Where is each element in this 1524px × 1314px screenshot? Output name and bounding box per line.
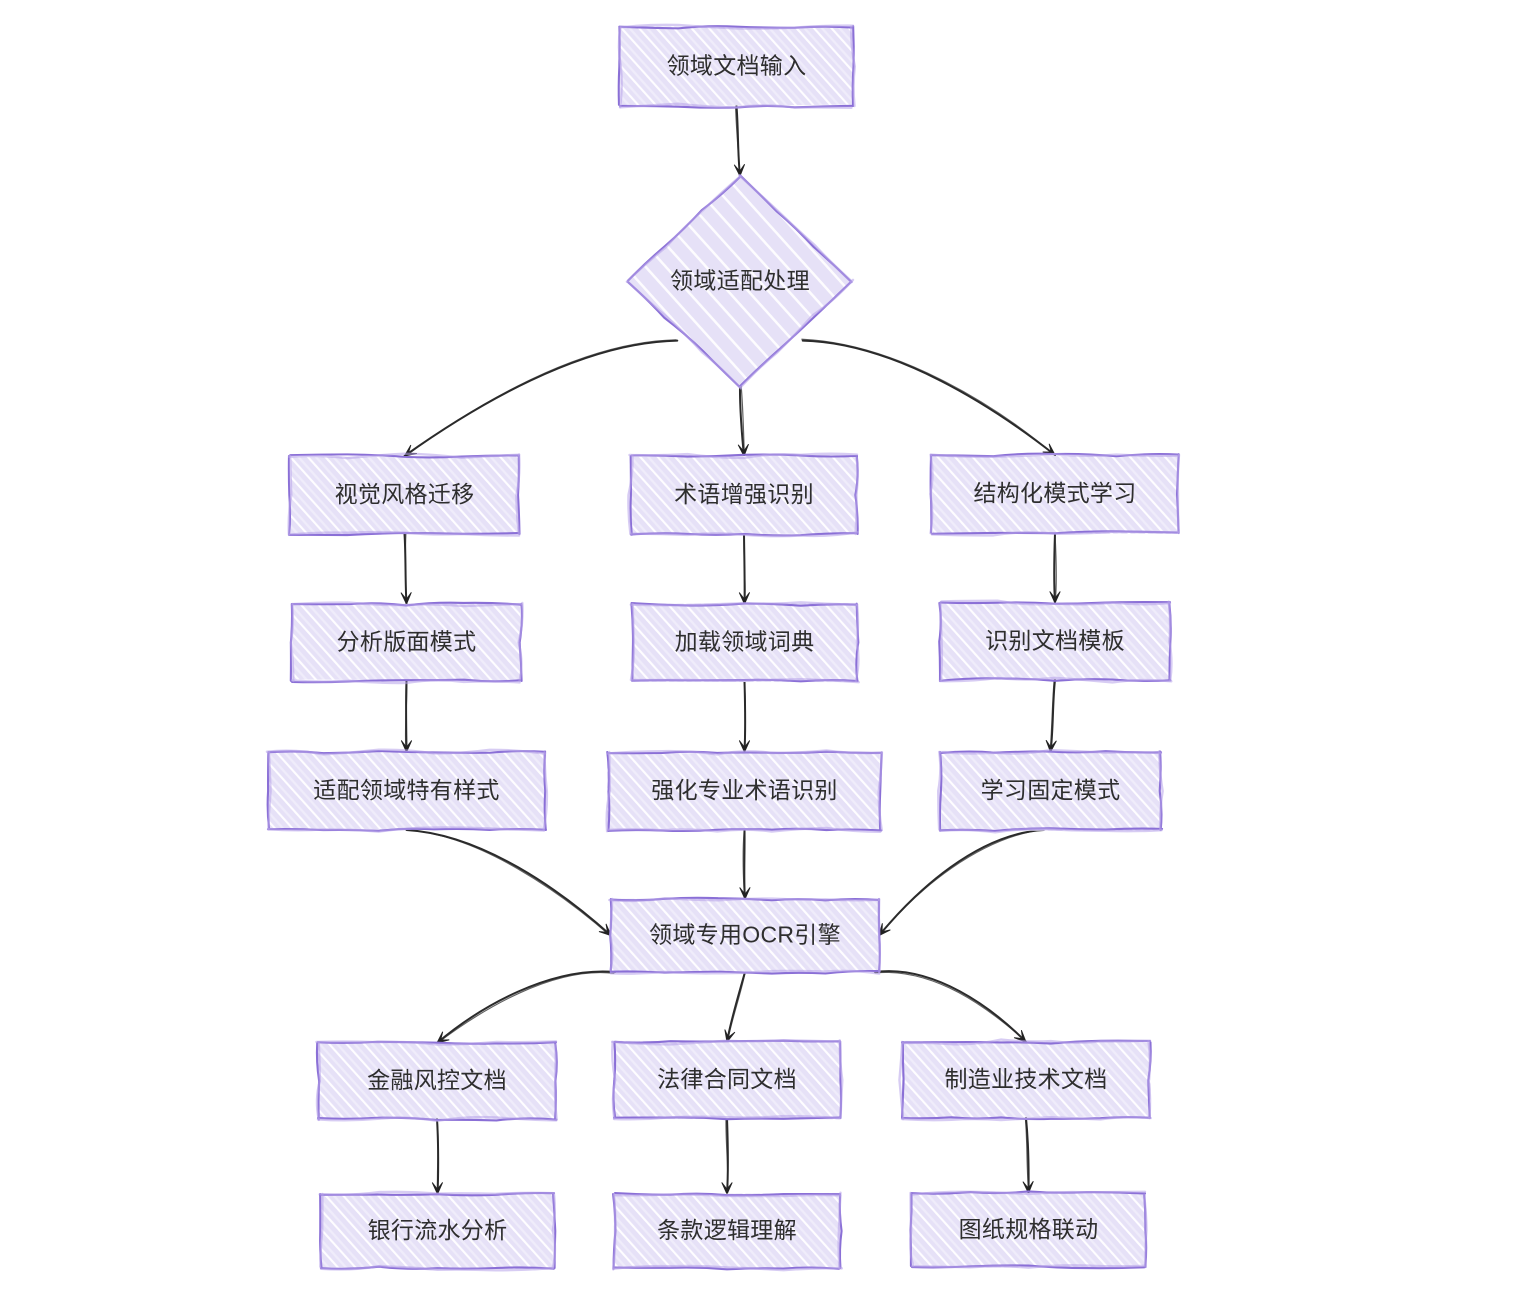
node-n8[interactable]: 识别文档模板 <box>938 599 1173 684</box>
process-shape <box>605 749 884 833</box>
edge-style-adapt-to-engine <box>405 829 612 937</box>
node-label: 银行流水分析 <box>368 1217 508 1243</box>
process-shape <box>909 1190 1148 1270</box>
process-shape <box>937 748 1164 834</box>
edge-visual-style-to-layout <box>400 533 412 606</box>
edge-template-to-fixed-pattern <box>1045 679 1057 753</box>
node-label: 法律合同文档 <box>657 1066 797 1092</box>
edge-structure-to-template <box>1049 532 1061 605</box>
edge-term-boost-to-engine <box>739 829 751 900</box>
edge-adapt-to-visual-style <box>403 339 679 457</box>
process-shape <box>629 601 860 684</box>
node-label: 制造业技术文档 <box>944 1066 1107 1092</box>
node-label: 强化专业术语识别 <box>651 777 837 803</box>
edges-layer <box>400 105 1061 1195</box>
process-shape <box>265 748 549 833</box>
process-shape <box>287 452 521 537</box>
process-shape <box>938 599 1173 684</box>
node-n16[interactable]: 银行流水分析 <box>318 1190 557 1272</box>
node-n12[interactable]: 领域专用OCR引擎 <box>608 896 881 975</box>
node-n5[interactable]: 结构化模式学习 <box>929 452 1181 537</box>
process-shape <box>315 1040 558 1123</box>
process-shape <box>611 1038 844 1121</box>
node-label: 识别文档模板 <box>985 628 1125 654</box>
edge-layout-to-style-adapt <box>400 679 413 753</box>
node-label: 领域专用OCR引擎 <box>649 922 841 948</box>
node-n18[interactable]: 图纸规格联动 <box>909 1190 1148 1270</box>
edge-finance-to-bank-flow <box>431 1118 443 1195</box>
edge-adapt-to-terminology <box>737 385 749 457</box>
process-shape <box>627 452 859 538</box>
node-label: 视觉风格迁移 <box>335 481 475 507</box>
node-label: 领域文档输入 <box>667 53 807 79</box>
node-n14[interactable]: 法律合同文档 <box>611 1038 844 1121</box>
edge-engine-to-legal <box>724 970 747 1043</box>
process-shape <box>318 1190 557 1272</box>
edge-legal-to-clause-logic <box>721 1116 733 1195</box>
edge-engine-to-finance <box>436 970 616 1044</box>
node-label: 条款逻辑理解 <box>657 1217 797 1243</box>
process-shape <box>608 896 881 975</box>
node-label: 金融风控文档 <box>367 1067 507 1093</box>
edge-adapt-to-structure <box>801 338 1056 457</box>
node-n7[interactable]: 加载领域词典 <box>629 601 860 684</box>
process-shape <box>289 601 524 685</box>
node-label: 适配领域特有样式 <box>313 777 499 803</box>
edge-fixed-pattern-to-engine <box>878 828 1046 937</box>
node-n3[interactable]: 视觉风格迁移 <box>287 452 521 537</box>
node-label: 领域适配处理 <box>670 268 810 294</box>
edge-engine-to-manufacturing <box>874 970 1027 1043</box>
node-n6[interactable]: 分析版面模式 <box>289 601 524 685</box>
node-n9[interactable]: 适配领域特有样式 <box>265 748 549 833</box>
node-label: 结构化模式学习 <box>973 480 1136 506</box>
process-shape <box>611 1191 844 1272</box>
process-shape <box>617 23 857 109</box>
edge-input-to-adapt <box>733 105 745 177</box>
node-n11[interactable]: 学习固定模式 <box>937 748 1164 834</box>
node-label: 加载领域词典 <box>675 629 815 655</box>
node-label: 图纸规格联动 <box>959 1216 1099 1242</box>
node-label: 术语增强识别 <box>674 481 814 507</box>
node-label: 学习固定模式 <box>981 777 1121 803</box>
node-n4[interactable]: 术语增强识别 <box>627 452 859 538</box>
edge-manufacturing-to-drawing <box>1022 1117 1034 1194</box>
edge-terminology-to-lexicon <box>738 532 750 605</box>
node-n2[interactable]: 领域适配处理 <box>625 174 855 390</box>
edge-lexicon-to-term-boost <box>738 680 751 753</box>
process-shape <box>898 1038 1152 1122</box>
node-n10[interactable]: 强化专业术语识别 <box>605 749 884 833</box>
decision-shape <box>625 174 855 390</box>
process-shape <box>929 452 1181 537</box>
node-n15[interactable]: 制造业技术文档 <box>898 1038 1152 1122</box>
node-n13[interactable]: 金融风控文档 <box>315 1040 558 1123</box>
node-label: 分析版面模式 <box>337 629 477 655</box>
node-n17[interactable]: 条款逻辑理解 <box>611 1191 844 1272</box>
node-n1[interactable]: 领域文档输入 <box>617 23 857 109</box>
